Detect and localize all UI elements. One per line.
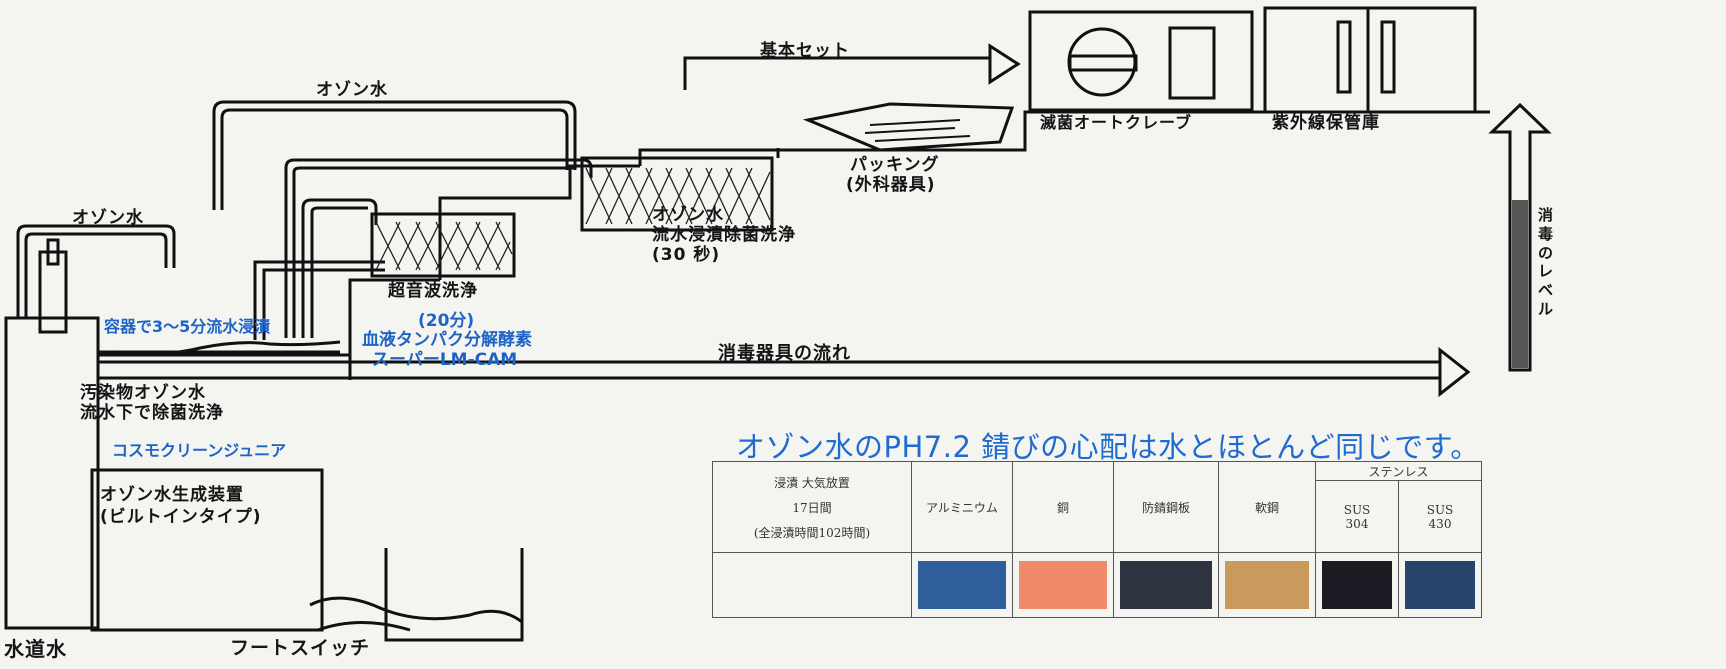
condition-line-1: 浸漬 大気放置 <box>774 475 850 490</box>
condition-line-3: (全浸漬時間102時間) <box>753 525 871 540</box>
contaminant-desc: 流水下で除菌洗浄 <box>80 403 224 423</box>
ultrasonic-tank <box>370 212 516 278</box>
container-soak-label: 容器で3～5分流水浸漬 <box>104 317 271 336</box>
material-aluminum: アルミニウム <box>911 461 1013 553</box>
swatch-blank <box>712 552 912 618</box>
autoclave-label: 滅菌オートクレーブ <box>1040 113 1193 132</box>
basic-set-arrow <box>683 56 990 90</box>
flow-arrow-head <box>1438 346 1471 398</box>
duration-label: (20分) <box>418 311 475 331</box>
ozone-pipe-ultra <box>253 260 385 340</box>
corrosion-title: オゾン水のPH7.2 錆びの心配は水とほとんど同じです。 <box>736 430 1480 464</box>
corrosion-table: 浸漬 大気放置 17日間 (全浸漬時間102時間) アルミニウム 銅 防錆鋼板 … <box>712 461 1482 618</box>
level-char: 消 <box>1538 206 1555 224</box>
ozone-pipe-top <box>212 100 577 210</box>
level-char: ベ <box>1538 281 1555 299</box>
ozone-soak-desc: 流水浸漬除菌洗浄 <box>652 225 796 245</box>
uv-cabinet-box <box>1263 6 1477 114</box>
tap-water-label: 水道水 <box>4 637 67 661</box>
generator-label: オゾン水生成装置 <box>100 485 244 505</box>
contaminant-label: 汚染物オゾン水 <box>80 383 206 403</box>
flow-label: 消毒器具の流れ <box>718 343 851 364</box>
ozone-pipe-top-inner <box>220 108 569 210</box>
swatch-aluminum <box>911 552 1013 618</box>
swatch-rust-proof-steel <box>1113 552 1219 618</box>
basic-set-label: 基本セット <box>760 41 850 61</box>
packing-subtitle: (外科器具) <box>846 175 936 195</box>
swatch-mild-steel <box>1218 552 1316 618</box>
swatch-sus430 <box>1398 552 1482 618</box>
stainless-header: ステンレス <box>1315 461 1482 481</box>
ozone-soak-time: (30 秒) <box>652 245 721 265</box>
enzyme-label: 血液タンパク分解酵素 <box>362 330 532 350</box>
ozone-soak-tank <box>580 156 774 232</box>
autoclave-box <box>1028 10 1254 112</box>
swatch-copper <box>1012 552 1114 618</box>
ozone-soak-label: オゾン水 <box>652 205 724 225</box>
uv-cabinet-label: 紫外線保管庫 <box>1272 113 1380 133</box>
disinfection-level-label: 消 毒 の レ ベ ル <box>1538 206 1556 319</box>
foot-switch-label: フートスイッチ <box>230 637 371 659</box>
generator-box <box>90 468 324 632</box>
packing-label: パッキング <box>850 155 940 175</box>
ozone-pipe-left <box>16 224 176 318</box>
level-char: ル <box>1538 299 1555 318</box>
swatch-sus304 <box>1315 552 1399 618</box>
condition-line-2: 17日間 <box>792 500 832 515</box>
level-char: の <box>1538 243 1555 262</box>
level-char: 毒 <box>1538 224 1555 243</box>
material-copper: 銅 <box>1012 461 1114 553</box>
flow-step-1 <box>98 278 440 357</box>
ozone-generator-unit <box>4 316 100 630</box>
cosmo-label: コスモクリーンジュニア <box>112 441 287 460</box>
ozone-water-left-label: オゾン水 <box>72 208 144 228</box>
level-arrow-shade <box>1512 200 1528 368</box>
level-char: レ <box>1538 262 1555 281</box>
ozone-water-top-label: オゾン水 <box>316 80 388 100</box>
generator-type: (ビルトインタイプ) <box>100 507 262 527</box>
foot-switch-basin <box>384 548 524 642</box>
ozone-pipe-low <box>301 198 378 338</box>
material-rust-proof-steel: 防錆鋼板 <box>1113 461 1219 553</box>
super-lm-label: スーパーLM-CAM <box>372 350 518 370</box>
condition-cell: 浸漬 大気放置 17日間 (全浸漬時間102時間) <box>712 461 912 553</box>
ultrasonic-label: 超音波洗浄 <box>388 281 478 301</box>
packing-tray <box>802 102 1015 152</box>
material-mild-steel: 軟鋼 <box>1218 461 1316 553</box>
